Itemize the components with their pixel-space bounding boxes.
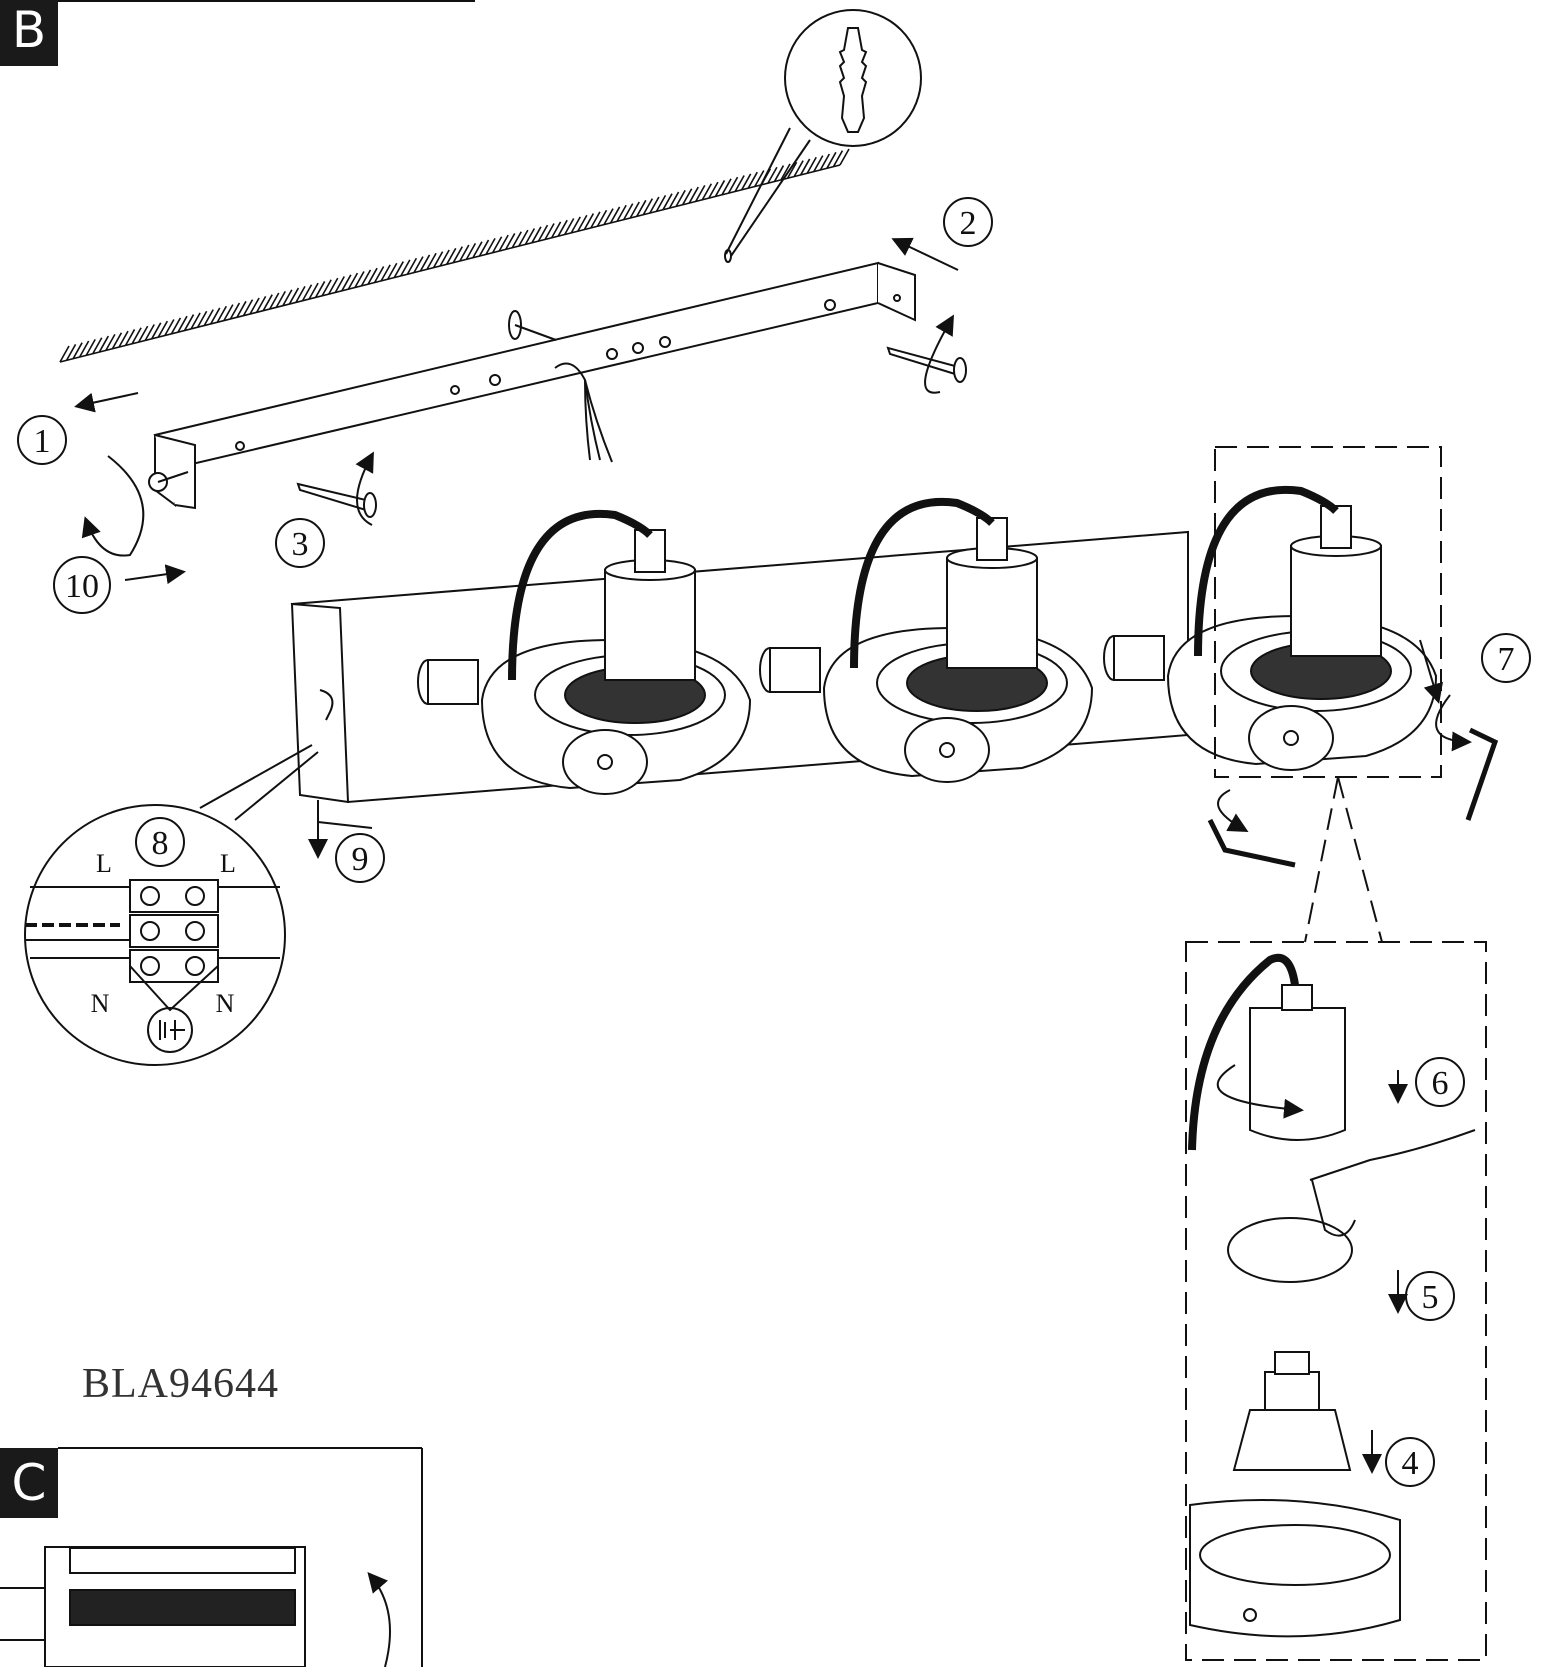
step-2-label: 2 bbox=[960, 205, 977, 242]
wire-label-live-right: L bbox=[220, 849, 236, 878]
detail-frames bbox=[1185, 446, 1487, 1661]
wall-plug-callout bbox=[724, 9, 922, 263]
hex-key-icons bbox=[1207, 727, 1499, 868]
step-7-label: 7 bbox=[1498, 641, 1515, 678]
step-3-label: 3 bbox=[292, 526, 309, 563]
step-4-label: 4 bbox=[1402, 1445, 1419, 1482]
screw-center bbox=[296, 482, 377, 518]
wire-label-neutral-right: N bbox=[216, 989, 235, 1018]
step-10-label: 10 bbox=[65, 568, 99, 605]
direction-arrows bbox=[74, 237, 959, 859]
spotlight-1 bbox=[417, 509, 752, 795]
section-c-breaker bbox=[0, 1447, 423, 1667]
section-b-tag: B bbox=[0, 0, 58, 66]
wire-label-live-left: L bbox=[96, 849, 112, 878]
step-badges bbox=[17, 197, 1531, 1487]
ceiling-hatch bbox=[59, 148, 850, 363]
model-code: BLA94644 bbox=[82, 1361, 279, 1407]
step-labels: 1 2 3 4 5 6 7 8 9 10 bbox=[34, 205, 1515, 1482]
spotlight-3 bbox=[1103, 485, 1438, 771]
step-6-label: 6 bbox=[1432, 1065, 1449, 1102]
spotlights bbox=[417, 485, 1438, 795]
wiring-callout bbox=[24, 744, 319, 1066]
bulb-exploded-view bbox=[1188, 953, 1476, 1638]
step-8-label: 8 bbox=[152, 825, 169, 862]
screw-right bbox=[886, 346, 967, 383]
spotlight-2 bbox=[759, 497, 1094, 783]
screw-left bbox=[148, 471, 189, 492]
step-1-label: 1 bbox=[34, 423, 51, 460]
supply-wires bbox=[554, 362, 613, 463]
rotate-arrows bbox=[1217, 639, 1472, 832]
wiring-labels: L L N N bbox=[91, 849, 236, 1018]
section-c-tag: C bbox=[0, 1448, 58, 1518]
wire-label-neutral-left: N bbox=[91, 989, 110, 1018]
step-5-label: 5 bbox=[1422, 1279, 1439, 1316]
step-9-label: 9 bbox=[352, 841, 369, 878]
